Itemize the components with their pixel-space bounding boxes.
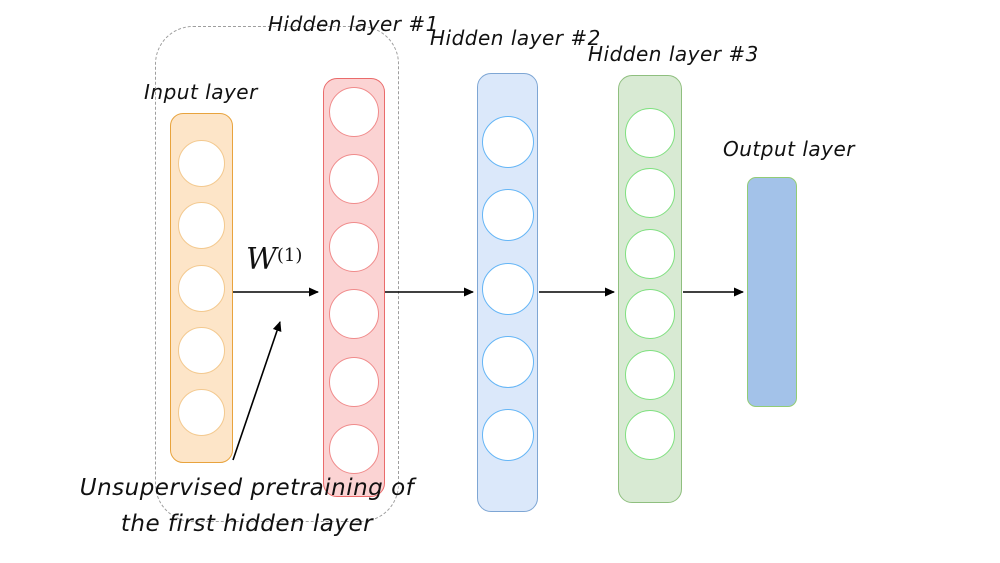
layer-output-box <box>747 177 797 407</box>
neuron-node <box>481 116 534 168</box>
neuron-node <box>625 168 675 219</box>
hidden-layer-1-label: Hidden layer #1 <box>268 12 439 36</box>
neuron-node <box>329 289 379 340</box>
hidden-layer-2-label: Hidden layer #2 <box>430 26 601 50</box>
weight-base: W <box>246 242 277 277</box>
neuron-node <box>329 154 379 205</box>
layer-hidden1-box <box>323 78 385 497</box>
neuron-node <box>178 202 225 250</box>
neuron-node <box>481 335 534 388</box>
pretraining-group-outline <box>155 26 399 522</box>
neuron-node <box>178 264 225 312</box>
input-layer-label: Input layer <box>144 80 258 104</box>
caption-line-2: the first hidden layer <box>120 511 374 537</box>
neuron-node <box>625 108 675 158</box>
output-layer-label: Output layer <box>723 137 856 161</box>
neuron-node <box>625 409 675 460</box>
neuron-node <box>178 140 225 187</box>
caption-line-1: Unsupervised pretraining of <box>79 475 415 501</box>
neuron-node <box>329 423 379 474</box>
neuron-node <box>481 189 534 242</box>
neuron-node <box>625 289 675 340</box>
neuron-node <box>329 87 379 137</box>
neuron-node <box>178 389 225 436</box>
layer-hidden2-box <box>477 73 538 512</box>
neuron-node <box>329 221 379 272</box>
weight-superscript: (1) <box>276 245 303 266</box>
neuron-node <box>625 228 675 279</box>
layer-input-box <box>170 113 233 463</box>
layer-hidden3-box <box>618 75 682 503</box>
neuron-node <box>178 326 225 374</box>
neuron-node <box>625 349 675 400</box>
neuron-node <box>481 262 534 315</box>
hidden-layer-3-label: Hidden layer #3 <box>588 42 759 66</box>
pretraining-caption: Unsupervised pretraining of the first hi… <box>57 470 437 542</box>
neuron-node <box>481 409 534 461</box>
weight-w1-label: W(1) <box>246 242 302 277</box>
neuron-node <box>329 356 379 407</box>
